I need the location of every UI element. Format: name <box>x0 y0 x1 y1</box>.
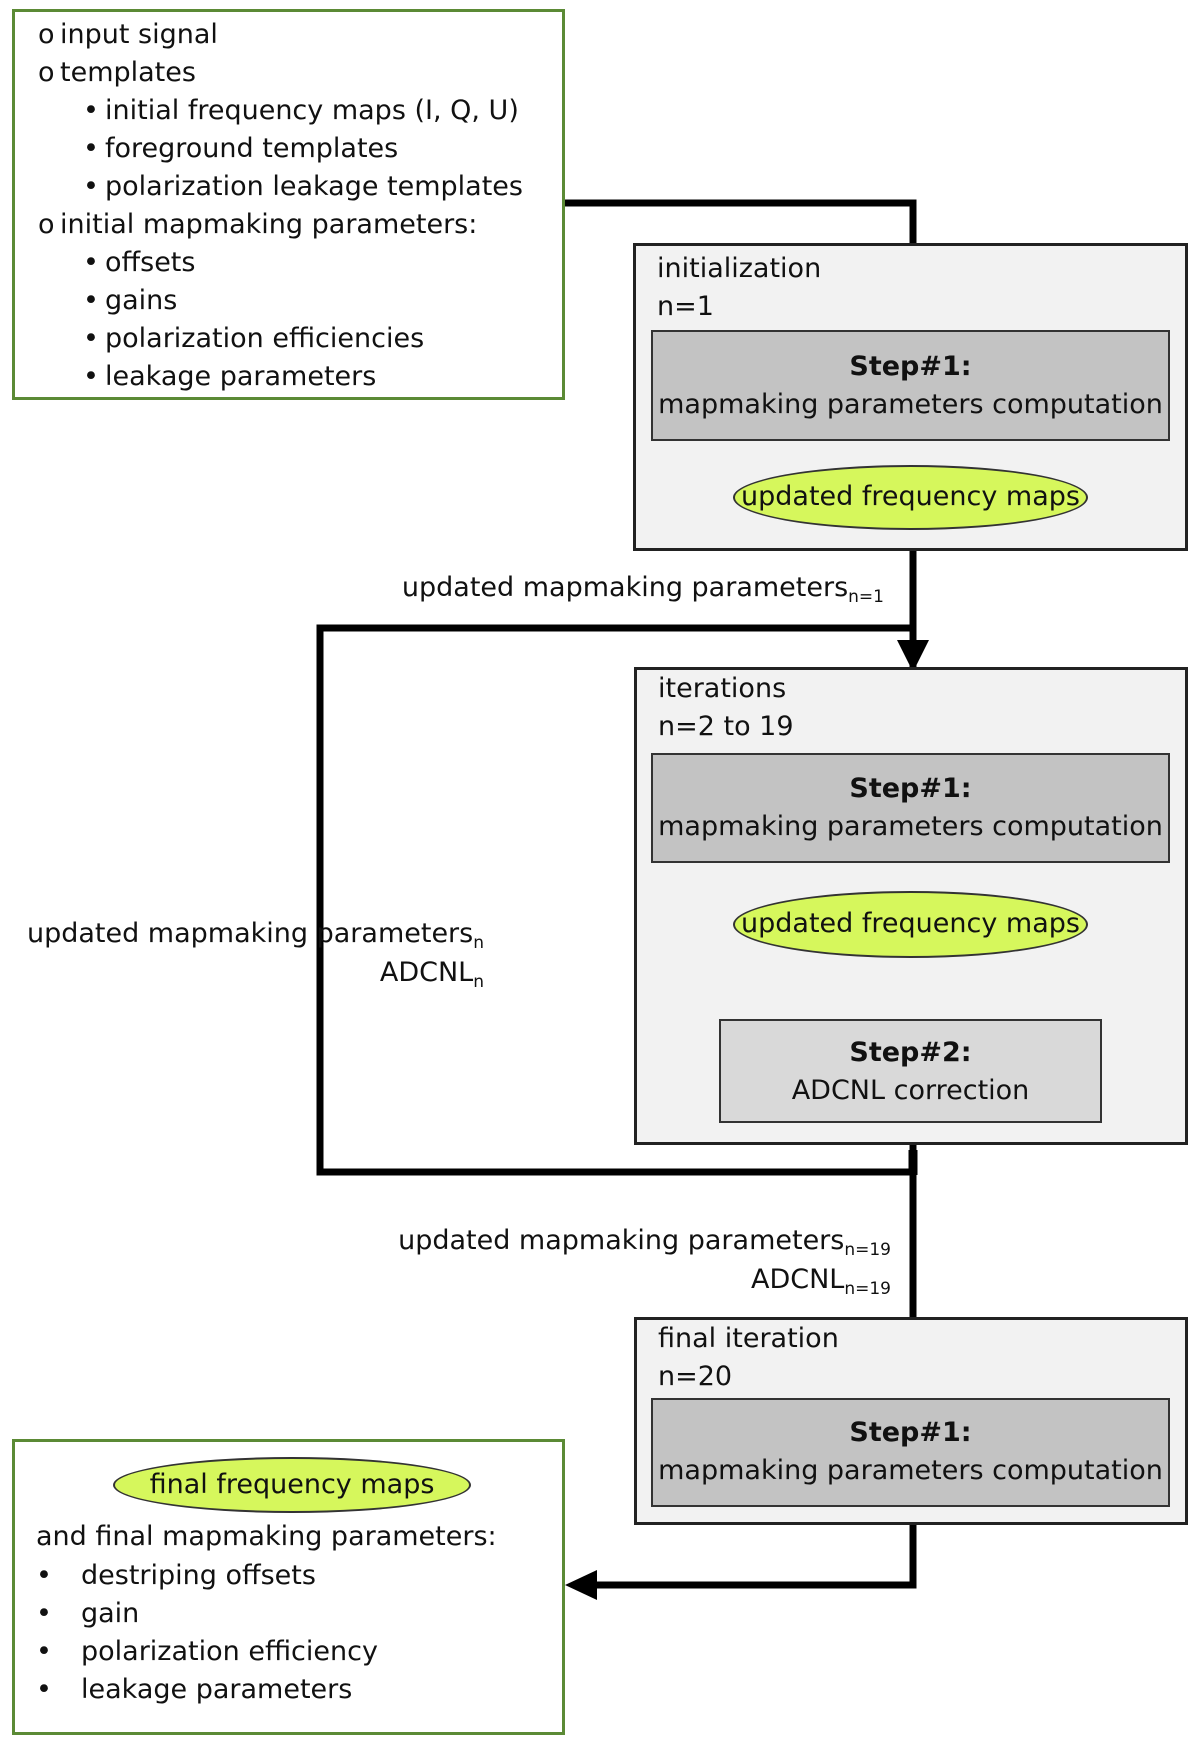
item-text: leakage parameters <box>105 361 377 392</box>
circle-bullet-icon: o <box>38 57 55 88</box>
step1-box-iter: Step#1: mapmaking parameters computation <box>651 753 1170 863</box>
label-params-loop: updated mapmaking parametersn <box>26 918 484 953</box>
input-subitem: •gains <box>15 282 562 320</box>
item-text: polarization leakage templates <box>105 171 523 202</box>
label-params-before-final: updated mapmaking parametersn=19 <box>398 1225 891 1260</box>
item-text: initial frequency maps (I, Q, U) <box>105 95 519 126</box>
stage-title: initialization <box>657 253 822 284</box>
step1-desc: mapmaking parameters computation <box>658 389 1163 420</box>
dot-bullet-icon: • <box>83 247 99 278</box>
item-text: destriping offsets <box>81 1560 316 1591</box>
outputs-header: and final mapmaking parameters: <box>36 1521 497 1552</box>
step1-title: Step#1: <box>849 773 972 804</box>
item-text: templates <box>60 57 196 88</box>
item-text: polarization efficiency <box>81 1636 378 1667</box>
input-subitem: •polarization leakage templates <box>15 168 562 206</box>
loop-back-line <box>316 624 913 1176</box>
dot-bullet-icon: • <box>83 361 99 392</box>
item-text: offsets <box>105 247 196 278</box>
final-maps-ellipse: final frequency maps <box>113 1457 471 1513</box>
circle-bullet-icon: o <box>38 19 55 50</box>
stage-iteration-count: n=2 to 19 <box>658 711 794 742</box>
outputs-box: final frequency maps and final mapmaking… <box>12 1439 565 1735</box>
step2-desc: ADCNL correction <box>791 1075 1030 1106</box>
arrow-final-to-outputs <box>590 1505 917 1589</box>
circle-bullet-icon: o <box>38 209 55 240</box>
item-text: gain <box>81 1598 140 1629</box>
step1-desc: mapmaking parameters computation <box>658 811 1163 842</box>
step1-desc: mapmaking parameters computation <box>658 1455 1163 1486</box>
dot-bullet-icon: • <box>83 323 99 354</box>
dot-bullet-icon: • <box>83 285 99 316</box>
input-subitem: •leakage parameters <box>15 358 562 396</box>
output-item: • leakage parameters <box>36 1671 378 1709</box>
input-subitem: •polarization efficiencies <box>15 320 562 358</box>
item-text: polarization efficiencies <box>105 323 425 354</box>
output-item: • gain <box>36 1595 378 1633</box>
ellipse-label: updated frequency maps <box>741 908 1080 939</box>
label-adcnl-loop: ADCNLn <box>379 957 484 992</box>
label-adcnl-before-final: ADCNLn=19 <box>750 1264 891 1299</box>
input-subitem: •offsets <box>15 244 562 282</box>
dot-bullet-icon: • <box>36 1674 52 1705</box>
dot-bullet-icon: • <box>36 1560 52 1591</box>
dot-bullet-icon: • <box>83 95 99 126</box>
stage-iteration-count: n=20 <box>658 1361 733 1392</box>
output-item: • polarization efficiency <box>36 1633 378 1671</box>
step1-box-init: Step#1: mapmaking parameters computation <box>651 330 1170 441</box>
item-text: leakage parameters <box>81 1674 353 1705</box>
stage-iteration-count: n=1 <box>657 291 714 322</box>
stage-title: iterations <box>658 673 787 704</box>
dot-bullet-icon: • <box>36 1598 52 1629</box>
ellipse-label: updated frequency maps <box>741 481 1080 512</box>
output-item: • destriping offsets <box>36 1557 378 1595</box>
step2-title: Step#2: <box>849 1037 972 1068</box>
input-subitem: •initial frequency maps (I, Q, U) <box>15 92 562 130</box>
stage-title: final iteration <box>658 1323 839 1354</box>
step2-box: Step#2: ADCNL correction <box>719 1019 1102 1123</box>
item-text: foreground templates <box>105 133 399 164</box>
updated-maps-ellipse-init: updated frequency maps <box>733 465 1088 530</box>
item-text: initial mapmaking parameters: <box>60 209 478 240</box>
step1-box-final: Step#1: mapmaking parameters computation <box>651 1398 1170 1507</box>
dot-bullet-icon: • <box>83 171 99 202</box>
item-text: input signal <box>60 19 218 50</box>
dot-bullet-icon: • <box>83 133 99 164</box>
label-params-after-init: updated mapmaking parametersn=1 <box>401 572 884 607</box>
input-subitem: •foreground templates <box>15 130 562 168</box>
step1-title: Step#1: <box>849 351 972 382</box>
step1-title: Step#1: <box>849 1417 972 1448</box>
outputs-list: • destriping offsets • gain • polarization ef… <box>36 1557 378 1709</box>
item-text: gains <box>105 285 178 316</box>
final-maps-label: final frequency maps <box>149 1469 435 1500</box>
dot-bullet-icon: • <box>36 1636 52 1667</box>
updated-maps-ellipse-iter: updated frequency maps <box>733 891 1088 958</box>
